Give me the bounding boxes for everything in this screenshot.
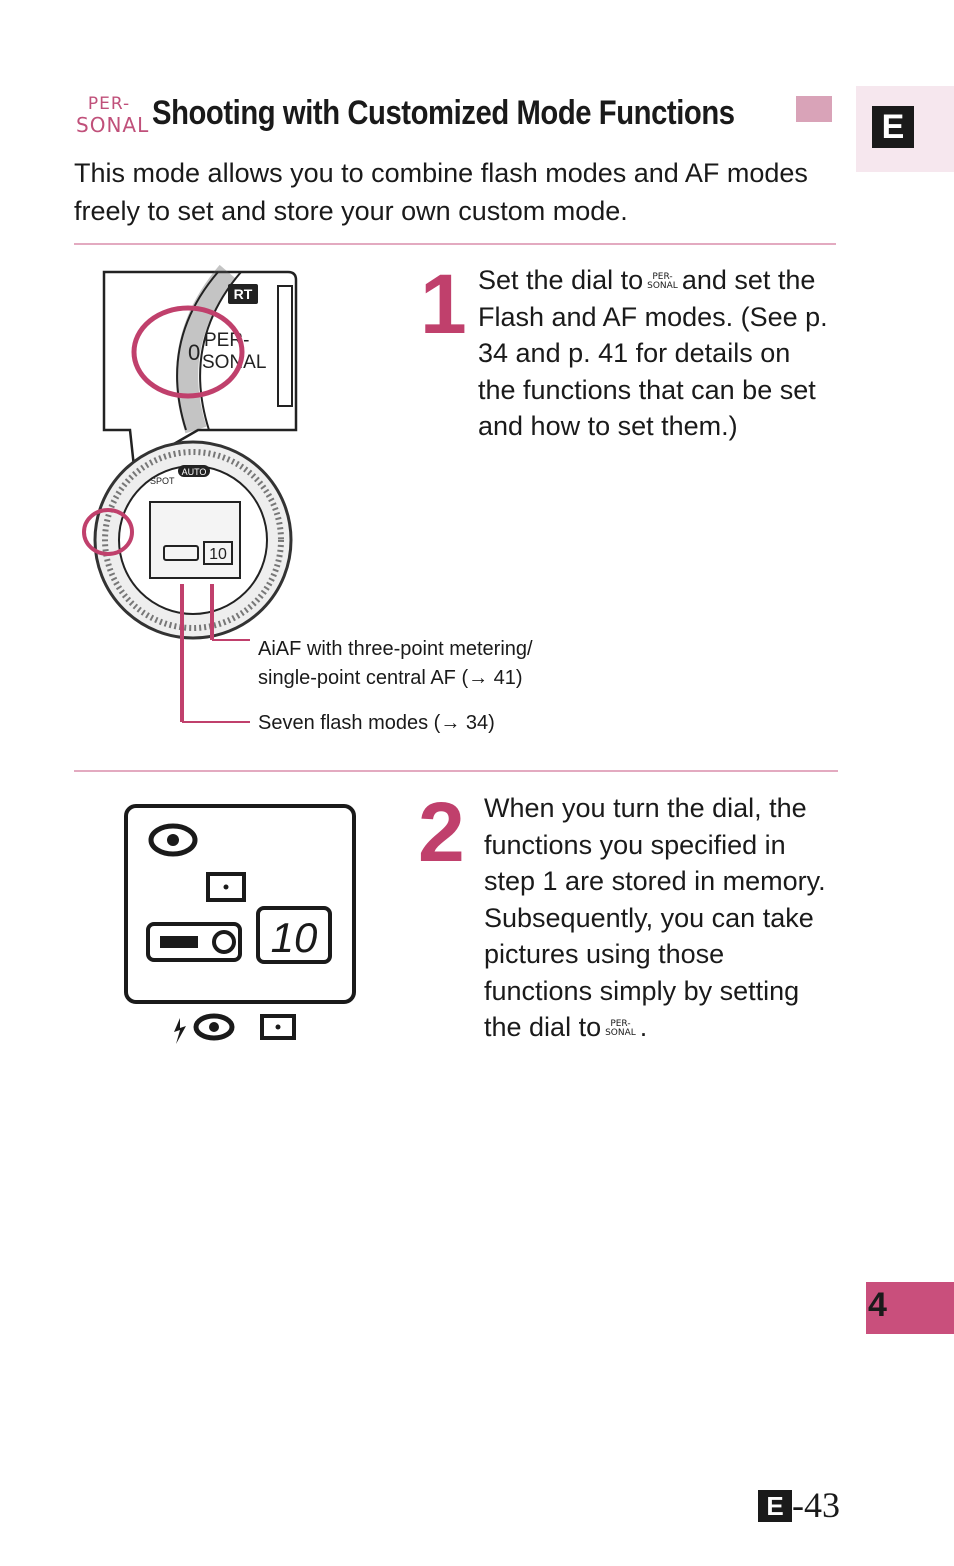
step-2-text: When you turn the dial, the functions yo…: [484, 790, 834, 1046]
mode-icon-bottom: SONAL: [76, 113, 150, 137]
divider-top: [74, 243, 836, 245]
language-tab: E: [872, 106, 914, 148]
step-1-number: 1: [420, 257, 467, 351]
camera-dial-illustration: RT 0 PER- SONAL SPOT AUTO 10: [82, 264, 298, 642]
page-prefix: E: [758, 1490, 792, 1522]
dial-sonal-label: SONAL: [202, 352, 266, 373]
chapter-number: 4: [868, 1286, 887, 1324]
lcd-count: 10: [271, 914, 318, 961]
mode-icon-top: PER-: [87, 94, 131, 114]
red-eye-icon: [148, 823, 198, 857]
callout-lines: [180, 628, 250, 723]
chapter-tab: [866, 1282, 954, 1334]
personal-mode-icon: PER-SONAL: [605, 1018, 636, 1038]
callout-flash: Seven flash modes (→ 34): [258, 712, 495, 734]
flash-icon: [174, 1018, 186, 1044]
rt-label: RT: [234, 286, 253, 302]
callout-af-line2: single-point central AF (→ 41): [258, 667, 523, 689]
personal-mode-icon: PER- SONAL: [76, 94, 150, 137]
auto-label: AUTO: [182, 467, 207, 477]
step-2-text-body: When you turn the dial, the functions yo…: [484, 793, 826, 1042]
spot-af-icon: [206, 872, 246, 902]
divider-middle: [74, 770, 838, 772]
page-title: Shooting with Customized Mode Functions: [152, 94, 735, 132]
dial-zero: 0: [188, 340, 200, 365]
title-marker: [796, 96, 832, 122]
callout-af-line1: AiAF with three-point metering/: [258, 638, 533, 660]
intro-paragraph: This mode allows you to combine flash mo…: [74, 158, 808, 226]
spot-label: SPOT: [150, 476, 175, 486]
callout-af: AiAF with three-point metering/ single-p…: [258, 635, 533, 693]
personal-mode-icon: PER-SONAL: [647, 271, 678, 291]
lcd-count-small: 10: [209, 546, 227, 563]
battery-camera-icon: [146, 922, 242, 962]
step-1-text-after: and set the Flash and AF modes. (See p. …: [478, 265, 828, 441]
page-number: -43: [792, 1485, 840, 1525]
step-2-number: 2: [418, 785, 465, 879]
lcd-panel-illustration: 10: [124, 804, 356, 1044]
step-1-text-before: Set the dial to: [478, 265, 644, 295]
step-2-end: .: [639, 1012, 648, 1042]
